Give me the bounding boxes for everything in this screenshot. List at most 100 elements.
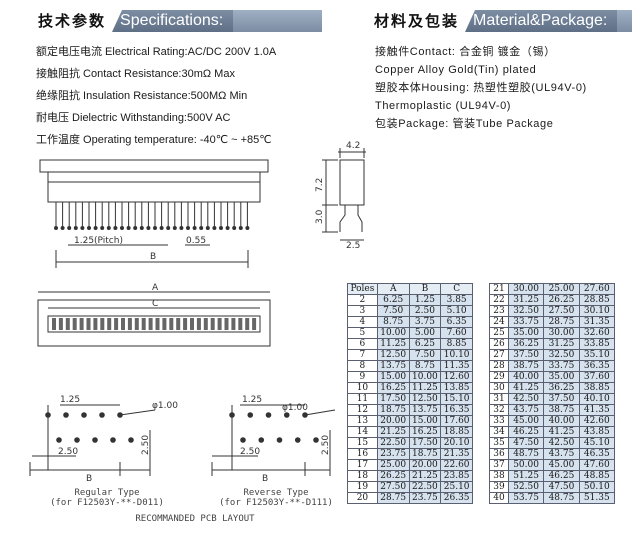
contact-slot bbox=[252, 318, 257, 330]
poles-cell: 38 bbox=[489, 470, 509, 482]
poles-cell: 28 bbox=[489, 360, 509, 372]
dimension-cell: 6.35 bbox=[440, 316, 473, 328]
poles-cell: 14 bbox=[347, 426, 378, 438]
dimension-cell: 35.00 bbox=[507, 327, 545, 339]
poles-cell: 15 bbox=[347, 437, 378, 449]
contact-slot bbox=[93, 318, 98, 330]
specifications-header-cn: 技术参数 bbox=[34, 10, 113, 32]
pcb-layout-regular bbox=[29, 404, 156, 476]
dimension-cell: 28.75 bbox=[376, 492, 410, 504]
dimension-cell: 21.25 bbox=[376, 426, 410, 438]
pcb-hole bbox=[92, 437, 98, 443]
pcb-layout-reverse bbox=[211, 404, 336, 476]
dimension-cell: 45.00 bbox=[543, 459, 580, 471]
material-contact-plating: Copper Alloy Gold(Tin) plated bbox=[375, 64, 537, 76]
pcb-hole bbox=[45, 412, 51, 418]
contact-slot bbox=[86, 318, 91, 330]
pcb-reverse-hole: φ1.00 bbox=[282, 403, 308, 413]
dimension-cell: 26.35 bbox=[440, 492, 473, 504]
dimension-cell: 20.00 bbox=[408, 459, 442, 471]
pcb-hole bbox=[247, 412, 254, 418]
poles-cell: 24 bbox=[489, 316, 509, 328]
dimension-cell: 5.10 bbox=[440, 305, 473, 317]
dimension-cell: 43.85 bbox=[578, 426, 616, 438]
pcb-hole bbox=[128, 437, 134, 443]
poles-cell: 36 bbox=[489, 448, 509, 460]
poles-cell: 23 bbox=[489, 305, 509, 317]
pin-tip bbox=[60, 226, 65, 230]
material-housing-grade: Thermoplastic (UL94V-0) bbox=[375, 100, 512, 112]
reverse-type-label: Reverse Type bbox=[243, 488, 309, 498]
dimension-cell: 33.75 bbox=[507, 316, 545, 328]
poles-cell: 39 bbox=[489, 481, 509, 493]
pcb-hole bbox=[240, 437, 246, 443]
pin-tip bbox=[139, 226, 144, 230]
poles-cell: 34 bbox=[489, 426, 509, 438]
contact-slot bbox=[155, 318, 160, 330]
dimension-cell: 15.00 bbox=[376, 371, 410, 383]
dimension-cell: 41.25 bbox=[543, 426, 580, 438]
pitch-label: 1.25(Pitch) bbox=[74, 236, 123, 246]
dimension-cell: 48.85 bbox=[578, 470, 616, 482]
dimension-cell: 36.35 bbox=[578, 360, 616, 372]
poles-cell: 31 bbox=[489, 393, 509, 405]
dimension-cell: 13.85 bbox=[440, 382, 473, 394]
header-poles: Poles bbox=[347, 283, 378, 295]
poles-cell: 40 bbox=[489, 492, 509, 504]
dimension-cell: 45.00 bbox=[507, 415, 545, 427]
pin-tip bbox=[159, 226, 164, 230]
dimension-cell: 25.10 bbox=[440, 481, 473, 493]
dimension-cell: 41.25 bbox=[507, 382, 545, 394]
spec-insulation-resistance: 绝缘阻抗 Insulation Resistance:500MΩ Min bbox=[36, 90, 248, 102]
material-header-cn: 材料及包装 bbox=[370, 10, 466, 32]
dimension-cell: 7.60 bbox=[440, 327, 473, 339]
pin-tip bbox=[172, 226, 177, 230]
dimension-cell: 3.85 bbox=[440, 294, 473, 306]
pin-tip bbox=[238, 226, 243, 230]
poles-cell: 18 bbox=[347, 470, 378, 482]
contact-slot bbox=[224, 318, 229, 330]
pcb-reverse-2-50: 2.50 bbox=[240, 447, 260, 457]
pcb-hole bbox=[276, 437, 283, 443]
dimension-cell: 45.10 bbox=[578, 437, 616, 449]
poles-cell: 26 bbox=[489, 338, 509, 350]
poles-cell: 9 bbox=[347, 371, 378, 383]
dimension-cell: 18.75 bbox=[376, 404, 410, 416]
dimension-cell: 25.00 bbox=[376, 459, 410, 471]
poles-cell: 32 bbox=[489, 404, 509, 416]
poles-cell: 37 bbox=[489, 459, 509, 471]
dimension-cell: 10.00 bbox=[376, 327, 410, 339]
pin-tip bbox=[192, 226, 197, 230]
poles-cell: 35 bbox=[489, 437, 509, 449]
pin-tip bbox=[199, 226, 204, 230]
poles-cell: 6 bbox=[347, 338, 378, 350]
contact-slot bbox=[176, 318, 181, 330]
contact-slot bbox=[65, 318, 70, 330]
pin-tip bbox=[87, 226, 91, 230]
contact-slot bbox=[58, 318, 63, 330]
pin-tip bbox=[126, 226, 131, 230]
contact-slot bbox=[114, 318, 119, 330]
dimension-cell: 18.75 bbox=[408, 448, 442, 460]
contact-slot bbox=[134, 318, 139, 330]
pin-tip bbox=[133, 226, 138, 230]
dimension-cell: 8.85 bbox=[440, 338, 473, 350]
pcb-regular-b: B bbox=[86, 474, 92, 484]
dimension-cell: 27.50 bbox=[543, 305, 580, 317]
poles-cell: 20 bbox=[347, 492, 378, 504]
dimension-cell: 11.35 bbox=[440, 360, 473, 372]
dimension-cell: 30.00 bbox=[543, 327, 580, 339]
dimension-cell: 37.50 bbox=[543, 393, 580, 405]
dimension-cell: 37.60 bbox=[578, 371, 616, 383]
pin-tip bbox=[100, 226, 105, 230]
dimension-cell: 13.75 bbox=[408, 404, 442, 416]
